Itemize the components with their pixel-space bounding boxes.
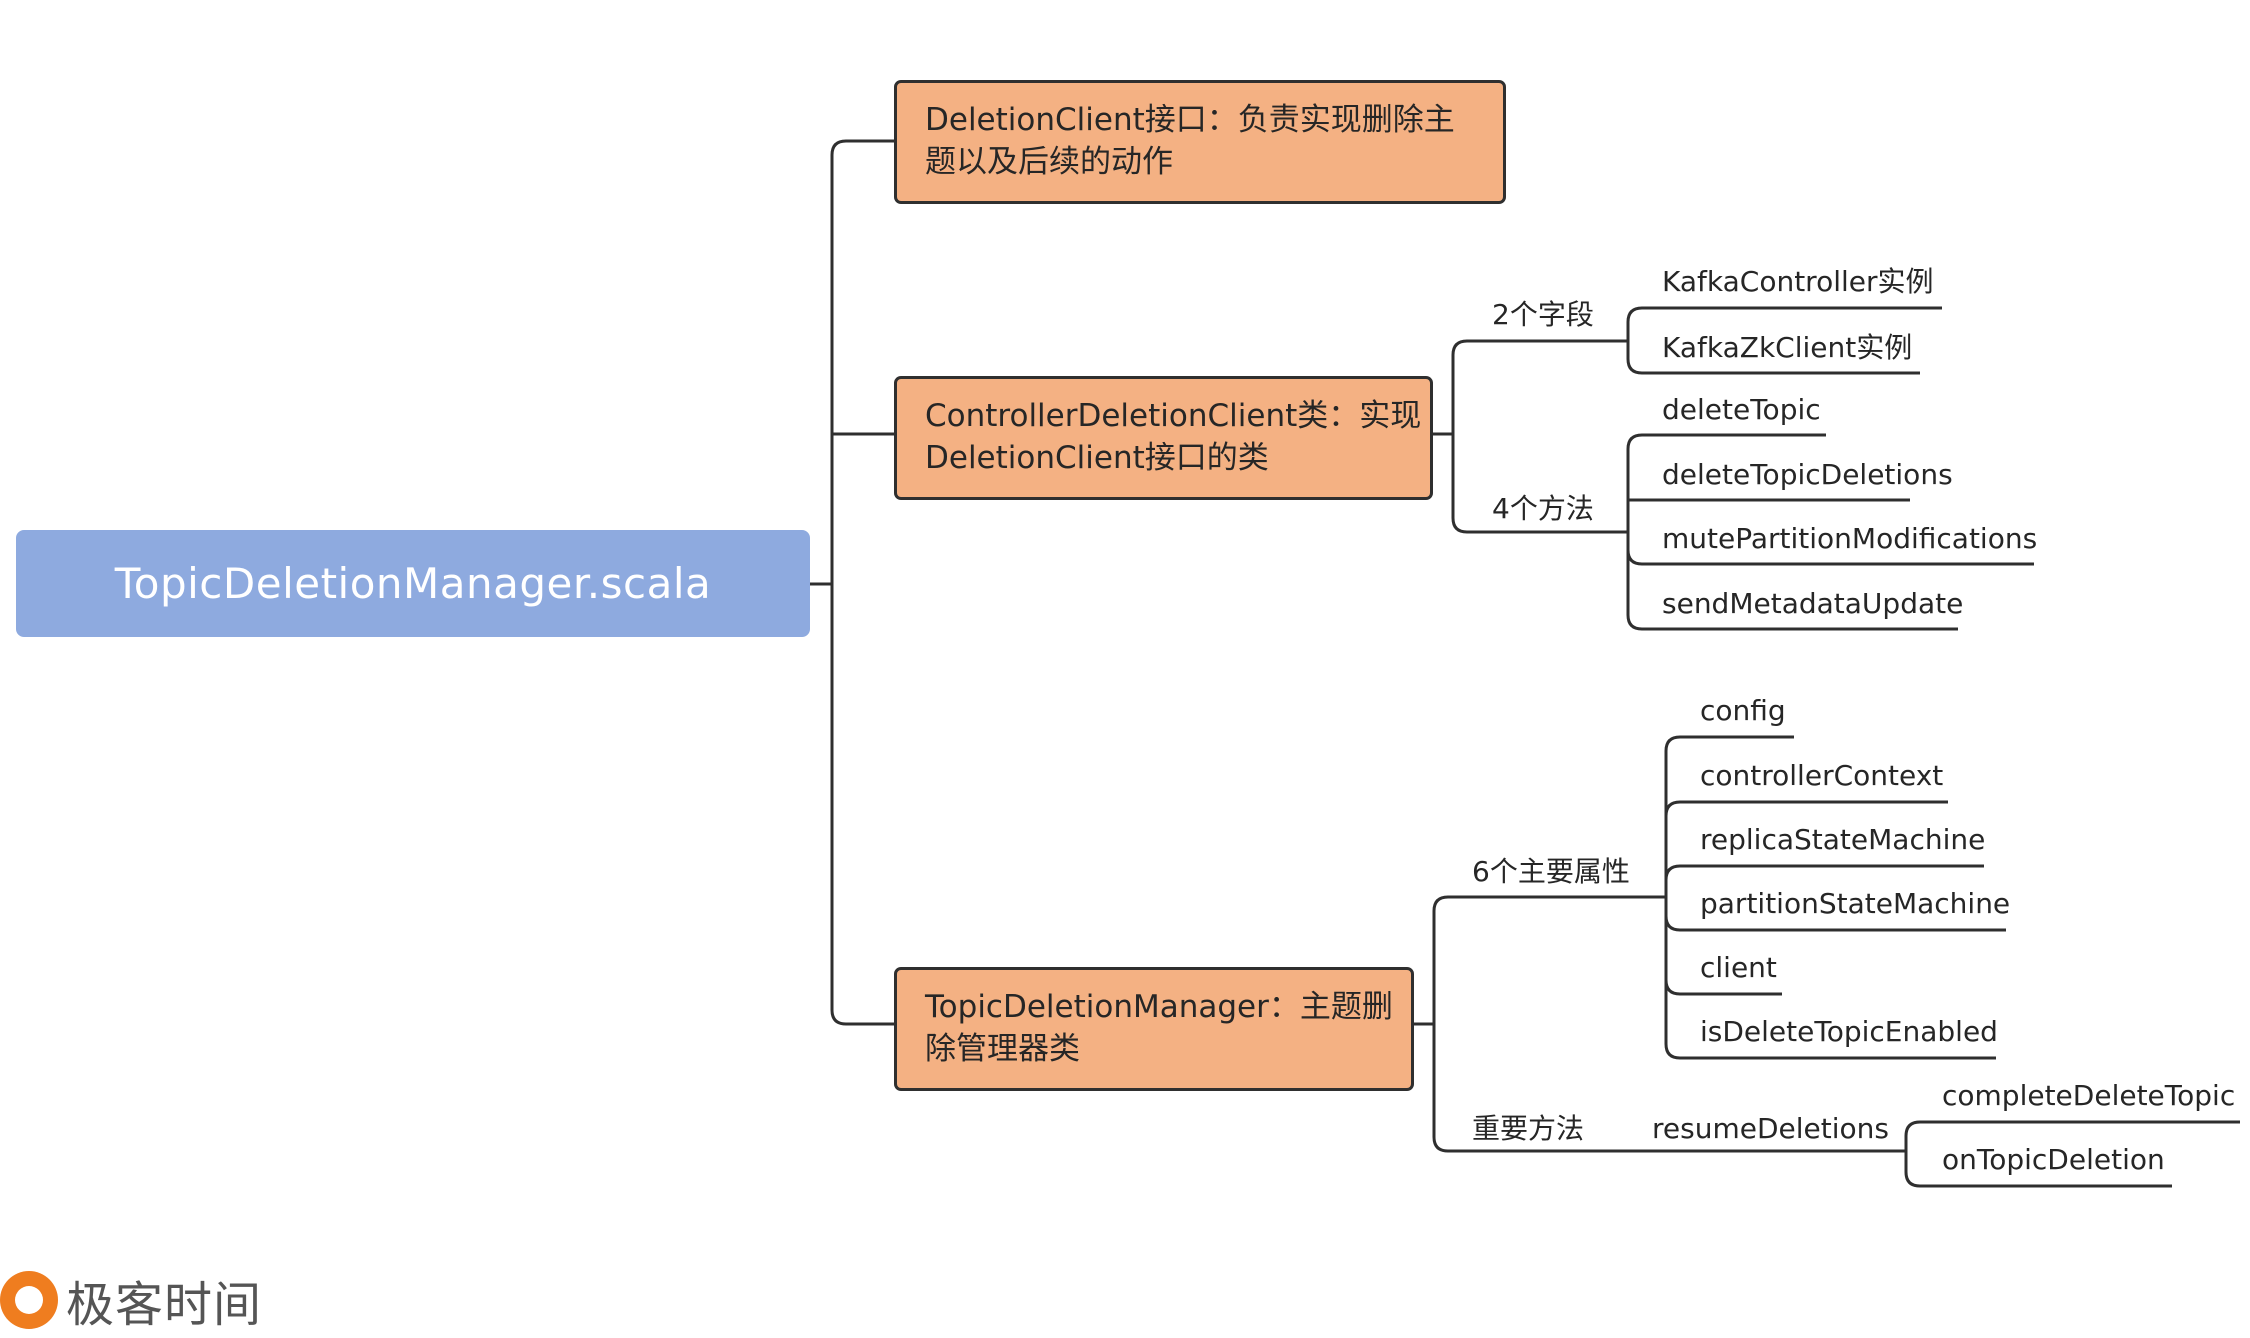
field-item: KafkaZkClient实例 xyxy=(1662,331,1913,364)
node-deletion-client-line-2: 题以及后续的动作 xyxy=(925,144,1173,180)
important-method: resumeDeletions xyxy=(1652,1112,1889,1145)
label-fields: 2个字段 xyxy=(1492,298,1594,331)
attribute-item: isDeleteTopicEnabled xyxy=(1700,1015,1998,1048)
label-important-methods: 重要方法 xyxy=(1472,1112,1585,1145)
field-item: KafkaController实例 xyxy=(1662,265,1934,298)
node-topic-deletion-manager-line-2: 除管理器类 xyxy=(925,1031,1080,1067)
sub-method-item: completeDeleteTopic xyxy=(1942,1079,2236,1112)
attribute-item: client xyxy=(1700,951,1777,984)
node-deletion-client: DeletionClient接口：负责实现删除主 题以及后续的动作 xyxy=(894,80,1506,204)
brand-logo: 极客时间 xyxy=(0,1262,262,1338)
node-controller-deletion-client: ControllerDeletionClient类：实现 DeletionCli… xyxy=(894,376,1433,500)
label-attributes: 6个主要属性 xyxy=(1472,855,1630,888)
attribute-item: replicaStateMachine xyxy=(1700,823,1986,856)
method-item: sendMetadataUpdate xyxy=(1662,587,1964,620)
node-controller-deletion-client-line-2: DeletionClient接口的类 xyxy=(925,440,1269,476)
logo-icon xyxy=(0,1271,58,1329)
attribute-item: partitionStateMachine xyxy=(1700,887,2011,920)
method-item: mutePartitionModifications xyxy=(1662,522,2038,555)
attribute-item: controllerContext xyxy=(1700,759,1944,792)
node-controller-deletion-client-line-1: ControllerDeletionClient类：实现 xyxy=(925,398,1422,434)
attribute-item: config xyxy=(1700,694,1786,727)
node-deletion-client-line-1: DeletionClient接口：负责实现删除主 xyxy=(925,102,1455,138)
node-topic-deletion-manager: TopicDeletionManager：主题删 除管理器类 xyxy=(894,967,1414,1091)
method-item: deleteTopicDeletions xyxy=(1662,458,1953,491)
method-item: deleteTopic xyxy=(1662,393,1821,426)
logo-text: 极客时间 xyxy=(66,1277,263,1333)
root-label: TopicDeletionManager.scala xyxy=(114,559,712,608)
label-methods: 4个方法 xyxy=(1492,492,1594,525)
node-topic-deletion-manager-line-1: TopicDeletionManager：主题删 xyxy=(925,989,1393,1025)
root-node: TopicDeletionManager.scala xyxy=(16,530,810,637)
sub-method-item: onTopicDeletion xyxy=(1942,1143,2165,1176)
